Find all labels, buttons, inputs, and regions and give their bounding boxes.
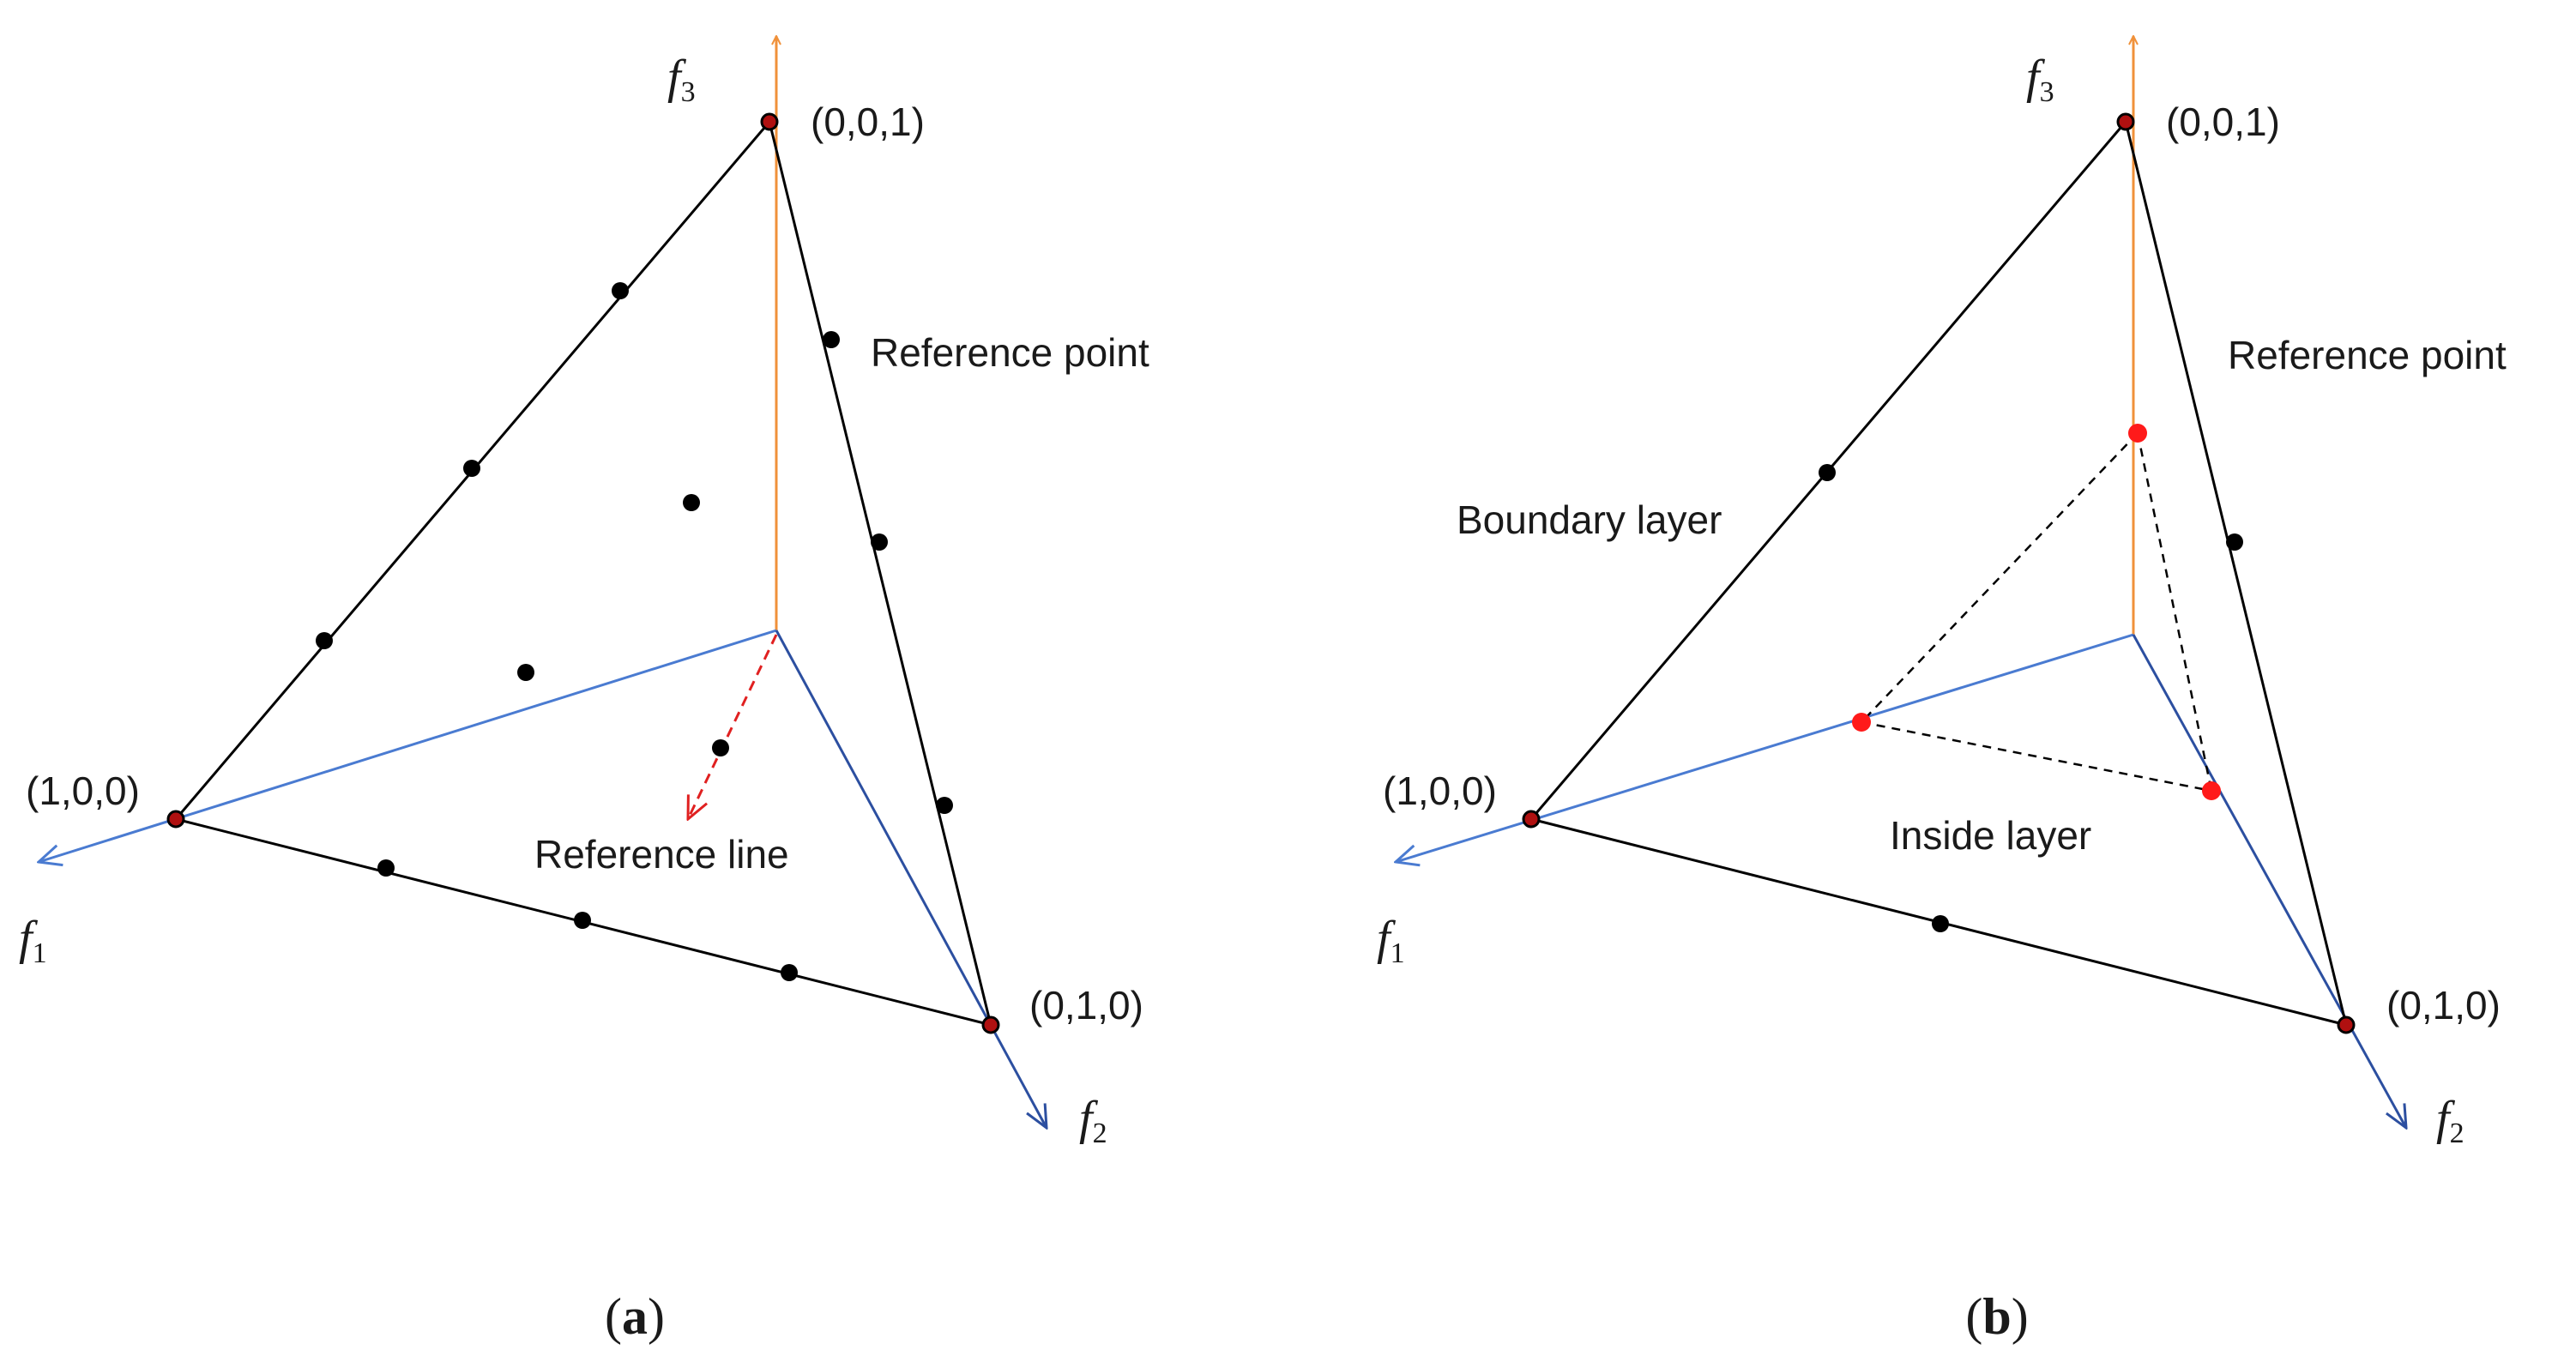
reference-point xyxy=(1932,915,1949,932)
panel-a: (0,0,1) (1,0,0) (0,1,0) f3 f1 f2 Referen… xyxy=(19,36,1149,1345)
panel-b-caption: (b) xyxy=(1965,1288,2028,1345)
reference-point xyxy=(377,859,395,877)
reference-point xyxy=(517,664,534,681)
reference-point-label: Reference point xyxy=(871,330,1149,375)
axis-f2-label: f2 xyxy=(1079,1092,1107,1149)
axis-f1-label: f1 xyxy=(19,912,47,969)
reference-point xyxy=(712,739,729,756)
axis-f1-label: f1 xyxy=(1377,912,1405,969)
vertex-f1-label: (1,0,0) xyxy=(1383,768,1497,813)
inside-point xyxy=(2128,424,2147,443)
reference-line-arrow xyxy=(688,634,778,819)
axis-f3-label: f3 xyxy=(2026,51,2054,108)
panel-b: (0,0,1) (1,0,0) (0,1,0) f3 f1 f2 Referen… xyxy=(1377,36,2507,1345)
reference-point xyxy=(316,632,333,649)
reference-point-label: Reference point xyxy=(2228,333,2507,377)
vertex-f1 xyxy=(166,810,185,829)
axis-f2-line xyxy=(2132,634,2406,1128)
vertex-f1 xyxy=(1522,810,1541,829)
axis-f1-line xyxy=(39,629,777,862)
reference-point xyxy=(463,460,480,477)
inside-point xyxy=(1852,713,1871,732)
vertex-f2-label: (0,1,0) xyxy=(1029,983,1143,1028)
reference-point xyxy=(2226,533,2243,551)
reference-point xyxy=(1819,464,1836,481)
inside-layer-triangle xyxy=(1861,432,2213,792)
axis-f2-line xyxy=(775,630,1047,1128)
inside-layer-points xyxy=(1852,424,2221,800)
reference-point xyxy=(612,282,629,299)
vertex-f3-label: (0,0,1) xyxy=(811,99,925,144)
edge-f3-f2 xyxy=(768,121,992,1026)
vertex-f2 xyxy=(2337,1015,2356,1034)
inside-point xyxy=(2202,781,2221,800)
panel-a-caption: (a) xyxy=(605,1288,665,1345)
vertex-f3 xyxy=(760,112,779,131)
vertex-f3 xyxy=(2116,112,2135,131)
inside-layer-label: Inside layer xyxy=(1890,813,2091,858)
boundary-layer-label: Boundary layer xyxy=(1457,497,1722,542)
reference-point xyxy=(823,331,840,348)
vertex-f3-label: (0,0,1) xyxy=(2166,99,2280,144)
reference-point xyxy=(683,494,700,511)
reference-line-label: Reference line xyxy=(534,832,789,877)
reference-point xyxy=(574,912,591,929)
edge-f3-f2 xyxy=(2124,121,2348,1026)
reference-point xyxy=(936,797,953,814)
vertex-f2-label: (0,1,0) xyxy=(2386,983,2501,1028)
reference-point xyxy=(871,533,888,551)
vertex-f1-label: (1,0,0) xyxy=(26,768,140,813)
reference-points xyxy=(316,282,953,981)
vertex-f2 xyxy=(981,1015,1000,1034)
axis-f3-label: f3 xyxy=(667,51,696,108)
reference-point xyxy=(781,964,798,981)
boundary-layer-points xyxy=(1819,464,2243,932)
axis-f1-line xyxy=(1396,633,2134,862)
axis-f2-label: f2 xyxy=(2436,1092,2464,1149)
